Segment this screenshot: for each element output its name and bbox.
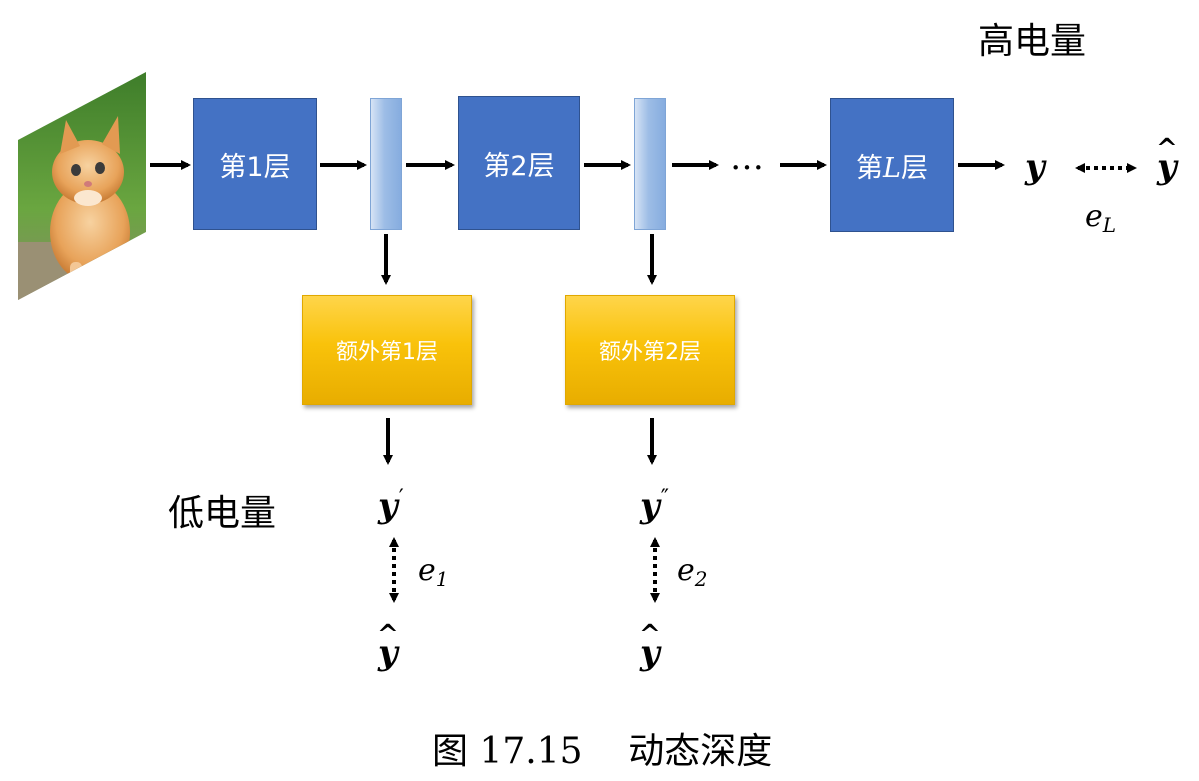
main-error: eL — [1085, 199, 1117, 237]
extra-layer-1-label: 额外第1层 — [336, 340, 438, 365]
layer-L: 第L层 — [830, 98, 954, 232]
ellipsis: … — [730, 138, 766, 178]
hat-icon: ^ — [638, 620, 661, 650]
figure-title: 动态深度 — [628, 731, 773, 772]
extra-layer-1: 额外第1层 — [302, 295, 472, 405]
low-power-label: 低电量 — [168, 493, 277, 534]
input-image — [18, 72, 146, 300]
feature-bar-2 — [634, 98, 666, 230]
branch2-output: y″ — [640, 486, 669, 526]
hat-icon: ^ — [376, 620, 399, 650]
branch2-target: y^ — [638, 620, 661, 673]
layer-2: 第2层 — [458, 96, 580, 230]
high-power-label: 高电量 — [978, 21, 1087, 62]
layer-2-label: 第2层 — [483, 150, 555, 182]
main-output: y — [1025, 147, 1045, 187]
layer-L-label: 第L层 — [856, 152, 928, 184]
hat-icon: ^ — [1155, 134, 1178, 164]
extra-layer-2-label: 额外第2层 — [599, 340, 701, 365]
figure-caption: 图 17.15 动态深度 — [432, 722, 772, 774]
figure-number: 图 17.15 — [432, 731, 583, 772]
layer-1: 第1层 — [193, 98, 317, 230]
extra-layer-2: 额外第2层 — [565, 295, 735, 405]
branch1-error: e1 — [418, 553, 449, 591]
branch1-target: y^ — [376, 620, 399, 673]
kitten-photo-icon — [18, 72, 146, 300]
branch1-output: y′ — [378, 486, 404, 526]
main-target: y^ — [1155, 134, 1178, 187]
feature-bar-1 — [370, 98, 402, 230]
branch2-error: e2 — [677, 553, 708, 591]
layer-1-label: 第1层 — [219, 151, 291, 183]
